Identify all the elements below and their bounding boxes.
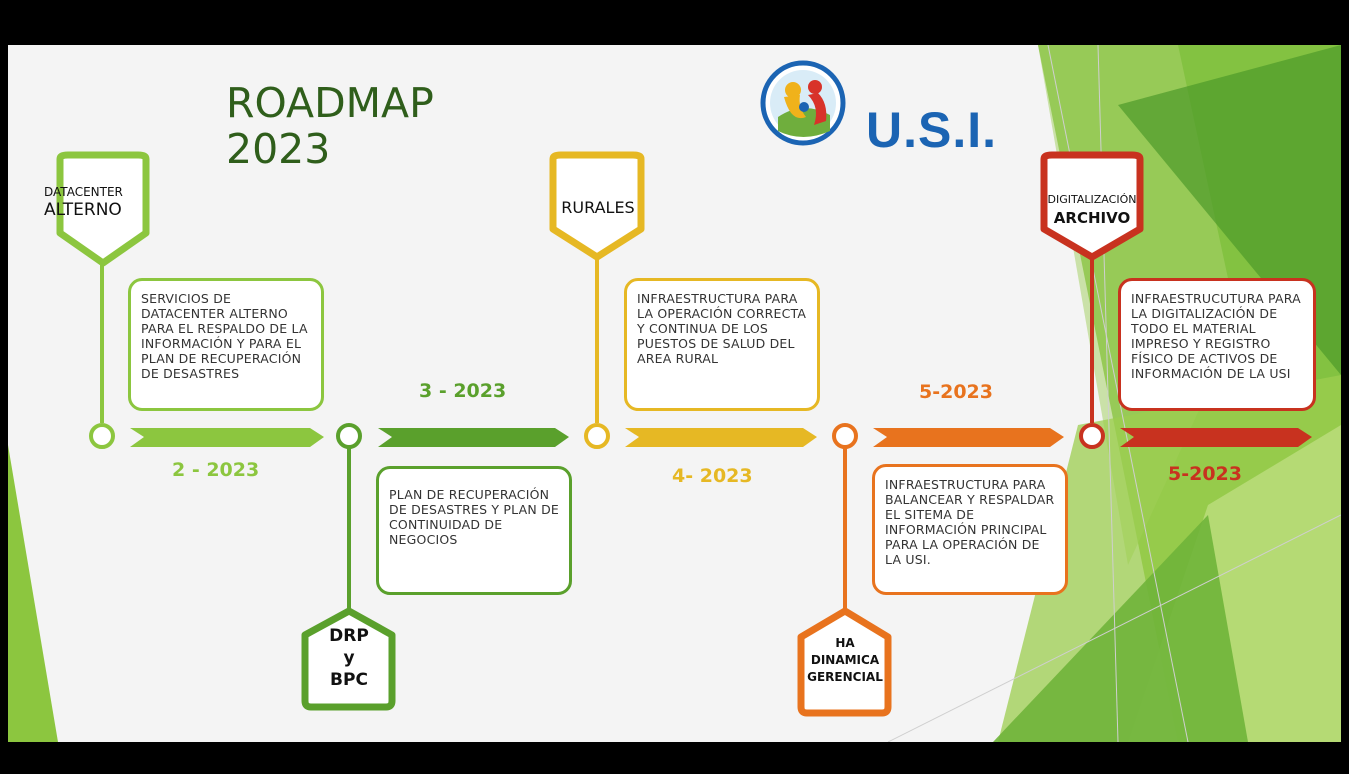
arrow-1 [130,428,324,447]
milestone-5-label: DIGITALIZACIÓN ARCHIVO [1042,193,1142,229]
pin-5 [1079,423,1105,449]
milestone-shields [56,151,1144,717]
milestone-1-label: DATACENTER ALTERNO [44,185,154,221]
bottom-letterbox [0,742,1349,774]
milestone-2-line3: BPC [330,670,368,690]
milestone-5-small: DIGITALIZACIÓN [1047,193,1137,206]
milestone-3-label: RURALES [561,198,635,217]
page-title: ROADMAP 2023 [226,80,434,172]
shield-3 [549,151,645,261]
pin-2 [336,423,362,449]
shield-1 [56,151,150,267]
milestone-2-line1: DRP [329,626,369,646]
logo-text: U.S.I. [866,102,998,158]
roadmap-slide: ROADMAP 2023 U.S.I. DATACENTER ALTERNO S… [8,45,1341,742]
shield-5 [1040,151,1144,261]
usi-logo [760,60,846,146]
pin-1 [89,423,115,449]
arrow-2 [378,428,569,447]
milestone-5-description: INFRAESTRUCUTURA PARA LA DIGITALIZACIÓN … [1118,278,1316,411]
milestone-1-date: 2 - 2023 [172,459,260,481]
milestone-3-date: 4- 2023 [672,465,753,487]
milestone-4-description: INFRAESTRUCTURA PARA BALANCEAR Y RESPALD… [872,464,1068,595]
milestone-4-line1: HA [835,636,855,650]
pin-3 [584,423,610,449]
milestone-5-date: 5-2023 [1168,463,1242,485]
milestone-1-big: ALTERNO [44,200,122,220]
timeline-arrows [130,428,1312,447]
arrow-4 [873,428,1064,447]
arrow-3 [625,428,817,447]
milestone-2-description: PLAN DE RECUPERACIÓN DE DESASTRES Y PLAN… [376,466,572,595]
roadmap-graphic [8,45,1341,742]
arrow-5 [1120,428,1312,447]
milestone-2-date: 3 - 2023 [419,380,507,402]
milestone-4-line3: GERENCIAL [807,670,883,684]
shield-4 [797,607,892,717]
milestone-4-line2: DINAMICA [810,653,880,667]
milestone-3-description: INFRAESTRUCTURA PARA LA OPERACIÓN CORREC… [624,278,820,411]
title-line1: ROADMAP [226,79,434,127]
top-letterbox [0,0,1349,45]
milestone-4-label: HA DINAMICA GERENCIAL [801,635,889,686]
milestone-5-big: ARCHIVO [1053,209,1131,227]
milestone-2-label: DRP y BPC [307,625,391,691]
milestone-1-description: SERVICIOS DE DATACENTER ALTERNO PARA EL … [128,278,324,411]
timeline-pins [89,255,1105,615]
title-line2: 2023 [226,125,331,173]
milestone-1-small: DATACENTER [44,185,123,199]
milestone-2-line2: y [343,648,355,668]
milestone-4-date: 5-2023 [919,381,993,403]
pin-4 [832,423,858,449]
